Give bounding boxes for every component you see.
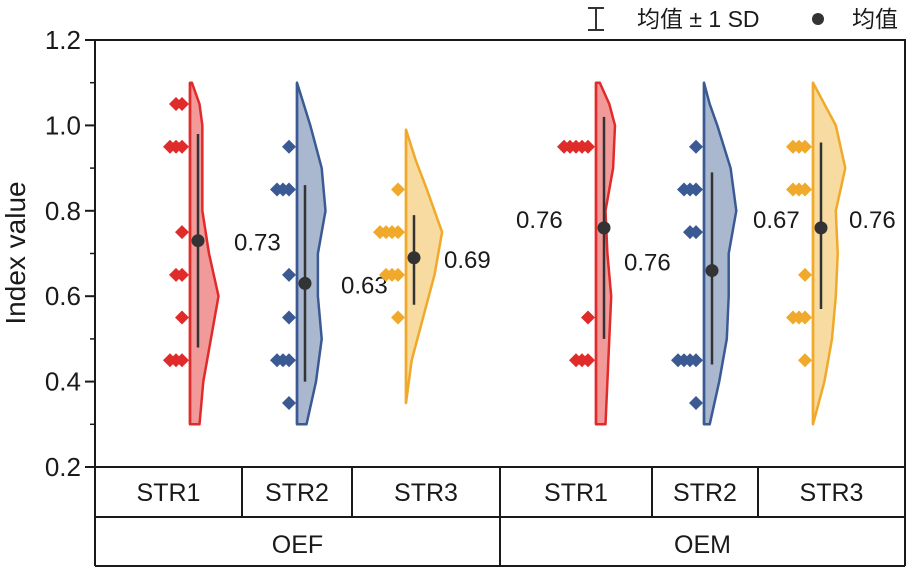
mean-label: 0.76 [624, 250, 671, 277]
data-point [786, 139, 800, 154]
group-label: OEM [674, 531, 731, 559]
mean-label-extra: 0.76 [849, 207, 896, 234]
mean-point [814, 221, 828, 235]
data-point [677, 182, 691, 197]
violin-oem-str2 [671, 81, 738, 426]
data-point [786, 182, 800, 197]
data-point [282, 310, 296, 325]
violin-shape [404, 128, 444, 405]
data-point [689, 139, 703, 154]
data-point [798, 267, 812, 282]
data-point [282, 139, 296, 154]
data-point [169, 97, 183, 112]
plot-frame [94, 39, 906, 468]
mean-label: 0.73 [234, 230, 281, 257]
mean-label: 0.69 [444, 247, 491, 274]
category-table [94, 467, 906, 567]
data-point [163, 139, 177, 154]
data-point [163, 353, 177, 368]
violin-oef-str1 [163, 81, 220, 426]
mean-point [407, 251, 421, 265]
data-point [169, 267, 183, 282]
data-point [282, 267, 296, 282]
data-point [379, 267, 393, 282]
violin-shape [295, 81, 327, 426]
group-label: OEF [272, 531, 323, 559]
violin-shape [811, 81, 847, 426]
category-label: STR3 [800, 479, 864, 507]
data-point [373, 225, 387, 240]
data-point [270, 353, 284, 368]
category-label: STR1 [544, 479, 608, 507]
data-point [689, 395, 703, 410]
y-axis-label: Index value [0, 181, 31, 324]
data-point [683, 225, 697, 240]
data-point [391, 310, 405, 325]
violin-shape [188, 81, 220, 426]
violin-oem-str3 [786, 81, 847, 426]
data-point [798, 353, 812, 368]
category-label: STR1 [137, 479, 201, 507]
y-tick-label: 1.0 [45, 110, 81, 140]
category-label: STR3 [394, 479, 458, 507]
violin-oem-str1 [557, 81, 617, 426]
legend-mean-dot-icon [812, 13, 824, 25]
mean-label: 0.76 [516, 207, 563, 234]
mean-label: 0.63 [341, 272, 388, 299]
violin-oef-str3 [373, 128, 444, 405]
mean-point [597, 221, 611, 235]
data-point [175, 225, 189, 240]
data-point [581, 310, 595, 325]
data-point [557, 139, 571, 154]
category-label: STR2 [673, 479, 737, 507]
mean-label: 0.67 [753, 207, 800, 234]
mean-point [705, 264, 719, 278]
violin-oef-str2 [270, 81, 327, 426]
y-tick-label: 1.2 [45, 25, 81, 55]
data-point [786, 310, 800, 325]
data-point [175, 310, 189, 325]
data-point [569, 353, 583, 368]
y-tick-label: 0.2 [45, 452, 81, 482]
mean-point [298, 276, 312, 290]
y-tick-label: 0.4 [45, 367, 81, 397]
legend-mean-label: 均值 [852, 6, 898, 32]
y-tick-label: 0.6 [45, 281, 81, 311]
violin-shape [594, 81, 617, 426]
category-label: STR2 [265, 479, 329, 507]
y-tick-label: 0.8 [45, 196, 81, 226]
legend [588, 7, 824, 31]
data-point [671, 353, 685, 368]
data-point [270, 182, 284, 197]
data-point [282, 395, 296, 410]
data-point [391, 182, 405, 197]
violin-shape [702, 81, 738, 426]
mean-point [191, 234, 205, 248]
legend-sd-label: 均值 ± 1 SD [637, 6, 760, 32]
